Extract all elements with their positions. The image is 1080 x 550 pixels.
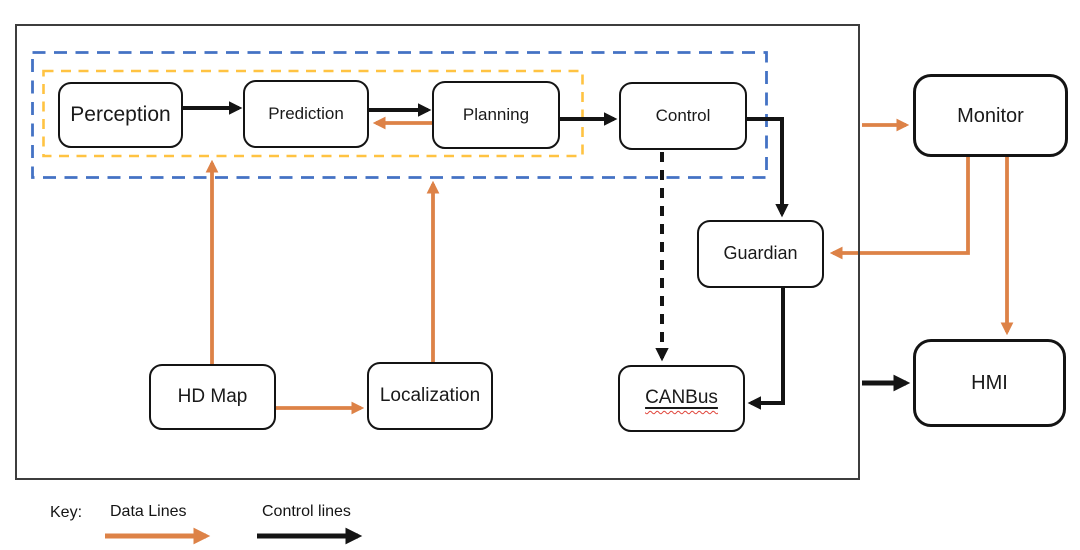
node-prediction-label: Prediction [268, 103, 344, 123]
node-control-label: Control [655, 105, 711, 125]
node-hmi: HMI [913, 339, 1066, 427]
node-guardian: Guardian [697, 220, 824, 288]
node-perception-label: Perception [70, 103, 171, 127]
node-perception: Perception [58, 82, 183, 148]
perception-planning-group-outline [42, 69, 584, 158]
node-hmi-label: HMI [971, 372, 1008, 394]
node-canbus: CANBus CANBus [618, 365, 745, 432]
legend-data-lines-label: Data Lines [110, 503, 187, 520]
node-hdmap-label: HD Map [177, 385, 248, 407]
node-localization: Localization [367, 362, 493, 430]
legend-title: Key: [50, 504, 83, 521]
arrow-control-to-guardian [747, 117, 789, 218]
system-boundary [15, 24, 860, 480]
node-monitor-label: Monitor [957, 104, 1024, 127]
arrow-monitor-to-guardian [829, 157, 970, 260]
node-monitor: Monitor [913, 74, 1068, 157]
node-control: Control [619, 82, 747, 150]
legend-control-lines-label: Control lines [262, 503, 351, 520]
arrow-guardian-to-canbus [747, 288, 785, 410]
autonomy-group-outline [31, 51, 768, 179]
node-prediction: Prediction [243, 80, 369, 148]
node-planning-label: Planning [462, 104, 530, 124]
node-canbus-label: CANBus CANBus [645, 387, 718, 409]
node-guardian-label: Guardian [723, 243, 798, 264]
node-planning: Planning [432, 81, 560, 149]
node-hdmap: HD Map [149, 364, 276, 430]
node-localization-label: Localization [379, 384, 481, 406]
